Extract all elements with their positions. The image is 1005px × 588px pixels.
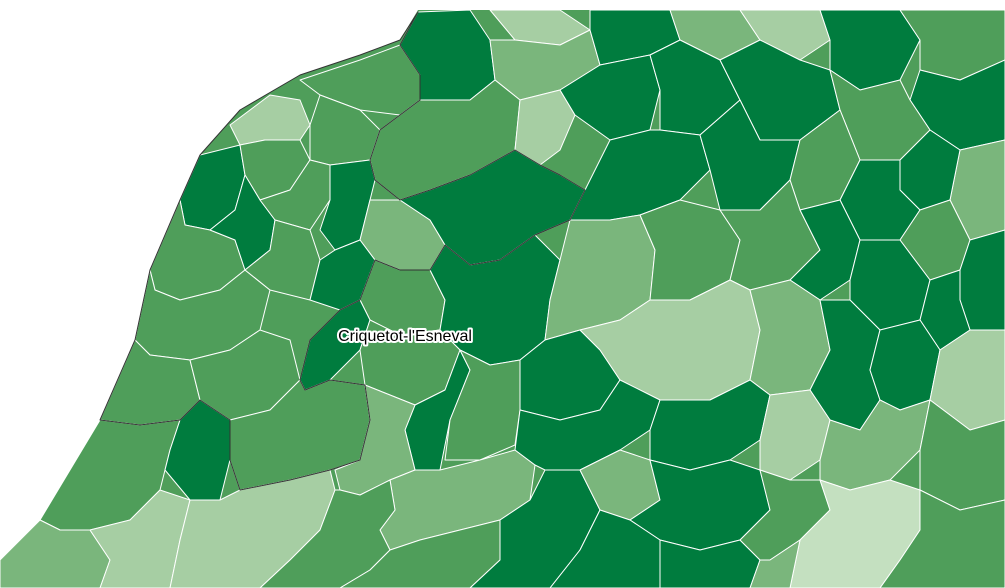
canton-boundary: [99, 11, 586, 491]
commune-region[interactable]: [514, 379, 661, 471]
commune-region[interactable]: [759, 389, 831, 481]
commune-region[interactable]: [244, 219, 321, 301]
place-label-criquetot-lesneval: Criquetot-l'Esneval: [338, 328, 472, 345]
commune-region[interactable]: [879, 489, 1005, 588]
commune-region[interactable]: [229, 94, 311, 146]
commune-region[interactable]: [444, 349, 521, 461]
commune-region[interactable]: [749, 539, 801, 588]
commune-region[interactable]: [869, 319, 941, 411]
commune-region[interactable]: [659, 539, 761, 588]
communes-layer: [0, 9, 1005, 588]
commune-region[interactable]: [739, 9, 831, 61]
commune-region[interactable]: [649, 379, 771, 471]
commune-region[interactable]: [559, 54, 661, 141]
commune-region[interactable]: [789, 199, 861, 301]
